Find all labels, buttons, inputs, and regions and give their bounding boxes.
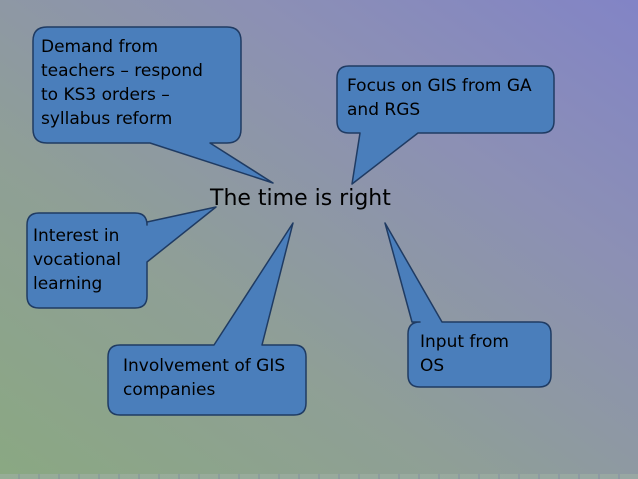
- callout-vocational-line: learning: [33, 274, 103, 294]
- callout-vocational-bubble: [26, 206, 217, 309]
- callout-companies-line: companies: [123, 380, 216, 400]
- callout-demand-line: to KS3 orders –: [41, 85, 170, 105]
- callout-companies-label: Involvement of GIS companies: [123, 354, 285, 402]
- callout-demand-bubble: [32, 26, 274, 184]
- callout-vocational-line: vocational: [33, 250, 121, 270]
- callout-os-line: Input from: [420, 332, 509, 352]
- callout-vocational-line: Interest in: [33, 226, 120, 246]
- callout-companies-bubble: [107, 222, 307, 416]
- callout-os-line: OS: [420, 356, 445, 376]
- bottom-decorative-strip: [0, 474, 638, 479]
- callout-os-label: Input from OS: [420, 330, 509, 378]
- callout-os-bubble: [384, 222, 552, 388]
- callout-focus-line: Focus on GIS from GA: [347, 76, 532, 96]
- callout-focus-line: and RGS: [347, 100, 421, 120]
- callout-demand-line: Demand from: [41, 37, 159, 57]
- callout-focus-label: Focus on GIS from GA and RGS: [347, 74, 532, 122]
- callout-demand-line: syllabus reform: [41, 109, 173, 129]
- callout-demand-label: Demand from teachers – respond to KS3 or…: [41, 35, 203, 131]
- callout-vocational-label: Interest in vocational learning: [33, 224, 121, 296]
- callout-focus-bubble: [336, 65, 555, 185]
- callout-demand-line: teachers – respond: [41, 61, 203, 81]
- center-title: The time is right: [210, 186, 391, 211]
- callout-companies-line: Involvement of GIS: [123, 356, 286, 376]
